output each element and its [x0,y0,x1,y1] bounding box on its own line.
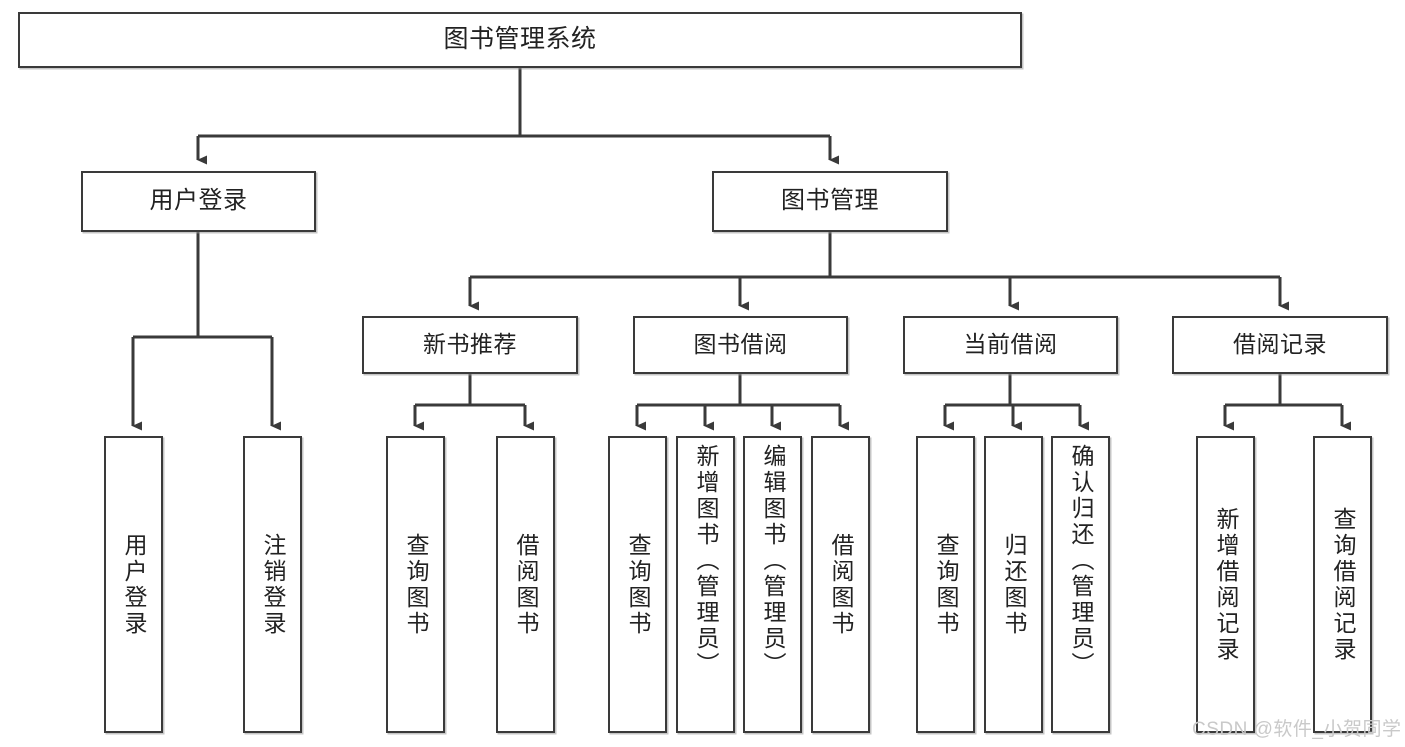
leaf-current-return-book[interactable]: 归还图书 [984,436,1043,733]
leaf-user-login-login[interactable]: 用户登录 [104,436,163,733]
node-label: 借阅记录 [1233,331,1327,358]
node-label: 查询图书 [625,532,651,637]
node-root-book-management-system[interactable]: 图书管理系统 [18,12,1022,68]
leaf-borrow-borrow-book[interactable]: 借阅图书 [811,436,870,733]
node-label: 当前借阅 [963,331,1058,358]
node-new-book-recommend[interactable]: 新书推荐 [362,316,578,374]
node-label: 新书推荐 [423,331,517,358]
node-label: 查询借阅记录 [1330,506,1356,663]
node-current-borrow[interactable]: 当前借阅 [903,316,1118,374]
node-label: 用户登录 [149,187,248,215]
node-label: 查询图书 [933,532,959,637]
leaf-recommend-query-book[interactable]: 查询图书 [386,436,445,733]
node-book-management[interactable]: 图书管理 [712,171,948,232]
leaf-current-query-book[interactable]: 查询图书 [916,436,975,733]
leaf-current-confirm-return-admin[interactable]: 确认归还（管理员） [1051,436,1110,733]
node-label: 图书管理系统 [443,25,597,54]
leaf-record-query-borrow-record[interactable]: 查询借阅记录 [1313,436,1372,733]
connector-bookmgmt-to-level3 [468,232,1289,311]
node-label: 编辑图书（管理员） [760,444,786,678]
node-book-borrow[interactable]: 图书借阅 [633,316,848,374]
leaf-user-login-logout[interactable]: 注销登录 [243,436,302,733]
node-label: 新增借阅记录 [1213,506,1239,663]
connector-root-to-level2 [196,68,839,165]
leaf-borrow-query-book[interactable]: 查询图书 [608,436,667,733]
leaf-recommend-borrow-book[interactable]: 借阅图书 [496,436,555,733]
connector-borrowrecord-to-leaves [1223,374,1351,431]
node-label: 查询图书 [403,532,429,637]
leaf-record-add-borrow-record[interactable]: 新增借阅记录 [1196,436,1255,733]
node-label: 图书借阅 [693,331,788,358]
node-label: 新增图书（管理员） [693,444,719,678]
node-borrow-record[interactable]: 借阅记录 [1172,316,1388,374]
leaf-borrow-edit-book-admin[interactable]: 编辑图书（管理员） [743,436,802,733]
node-user-login[interactable]: 用户登录 [81,171,316,232]
node-label: 借阅图书 [513,532,539,637]
node-label: 借阅图书 [828,532,854,637]
node-label: 图书管理 [781,187,879,215]
leaf-borrow-add-book-admin[interactable]: 新增图书（管理员） [676,436,735,733]
connector-currentborrow-to-leaves [943,374,1089,431]
node-label: 确认归还（管理员） [1068,444,1094,678]
node-label: 注销登录 [260,532,286,637]
connector-bookborrow-to-leaves [635,374,849,431]
connector-recommend-to-leaves [413,374,534,431]
node-label: 用户登录 [121,532,147,637]
connector-userlogin-to-leaves [131,232,281,431]
node-label: 归还图书 [1001,532,1027,637]
